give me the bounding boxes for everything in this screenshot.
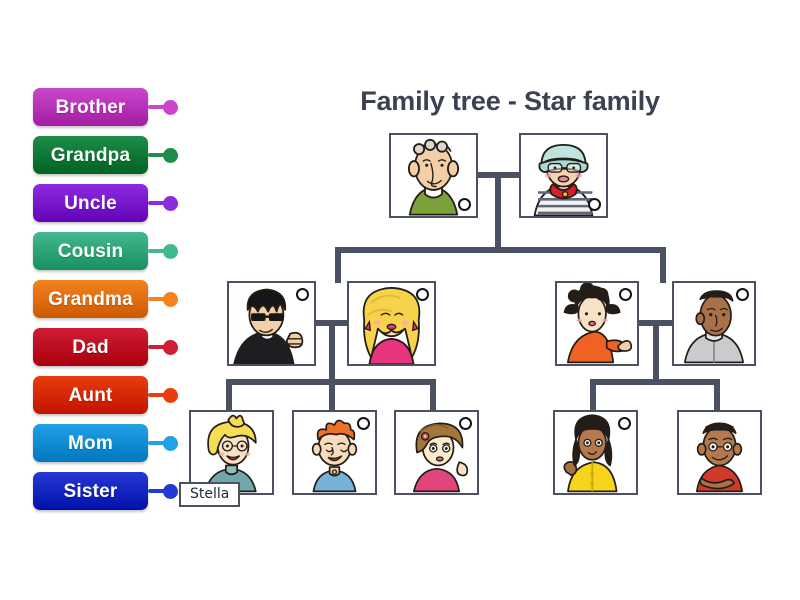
chip-connector-dot[interactable] [163,196,178,211]
line-grandparents-stem [495,172,501,250]
label-chip-grandpa[interactable]: Grandpa [33,136,178,174]
chip-connector-stub [148,441,167,445]
drop-target-aunt[interactable] [619,288,632,301]
chip-connector-dot[interactable] [163,148,178,163]
chip-connector-dot[interactable] [163,100,178,115]
label-chip-aunt[interactable]: Aunt [33,376,178,414]
chip-connector-stub [148,489,167,493]
label-chip-cousin[interactable]: Cousin [33,232,178,270]
chip-connector-dot[interactable] [163,388,178,403]
photo-card-cousin1 [553,410,638,495]
drop-target-mom[interactable] [416,288,429,301]
chip-body[interactable]: Grandpa [33,136,148,174]
photo-card-stella: Stella [179,410,274,507]
chip-text: Grandpa [50,144,131,166]
portrait-self-icon [191,412,272,493]
label-chip-mom[interactable]: Mom [33,424,178,462]
line-to-sister [430,379,436,412]
portrait-sister-icon [396,412,477,493]
chip-connector-dot[interactable] [163,340,178,355]
portrait-cousin-female-icon [555,412,636,493]
chip-connector-stub [148,201,167,205]
drop-target-dad[interactable] [296,288,309,301]
chip-body[interactable]: Cousin [33,232,148,270]
line-to-aunt [660,247,666,283]
line-to-mom [335,247,341,283]
label-chip-dad[interactable]: Dad [33,328,178,366]
photo-card-sister [394,410,479,495]
chip-connector-stub [148,105,167,109]
label-chip-uncle[interactable]: Uncle [33,184,178,222]
chip-connector-stub [148,297,167,301]
chip-text: Uncle [64,192,117,214]
chip-text: Brother [55,96,126,118]
line-to-brother [329,379,335,412]
portrait-brother-icon [294,412,375,493]
chip-text: Grandma [48,288,133,310]
chip-body[interactable]: Uncle [33,184,148,222]
photo-card-grandpa [389,133,478,218]
line-children-bus-right [590,379,720,385]
chip-text: Mom [68,432,113,454]
line-to-cousin1 [590,379,596,412]
chip-body[interactable]: Dad [33,328,148,366]
name-tag-stella: Stella [179,482,241,507]
drop-target-brother[interactable] [357,417,370,430]
drop-target-sister[interactable] [459,417,472,430]
label-chip-grandma[interactable]: Grandma [33,280,178,318]
photo-card-brother [292,410,377,495]
chip-text: Aunt [68,384,113,406]
chip-body[interactable]: Mom [33,424,148,462]
drop-target-grandma[interactable] [588,198,601,211]
portrait-father-icon [229,283,314,364]
chip-body[interactable]: Grandma [33,280,148,318]
chip-connector-dot[interactable] [163,436,178,451]
chip-connector-stub [148,153,167,157]
drop-target-cousin1[interactable] [618,417,631,430]
chip-connector-stub [148,345,167,349]
chip-body[interactable]: Brother [33,88,148,126]
chip-body[interactable]: Aunt [33,376,148,414]
label-chip-sister[interactable]: Sister [33,472,178,510]
chip-text: Dad [72,336,109,358]
photo-card-aunt [555,281,639,366]
label-chip-brother[interactable]: Brother [33,88,178,126]
line-gen2-bus [335,247,666,253]
line-auntuncle-stem [653,320,659,382]
chip-text: Sister [63,480,118,502]
line-to-stella [226,379,232,412]
chip-body[interactable]: Sister [33,472,148,510]
photo-card-cousin2 [677,410,762,495]
photo-card-mom [347,281,436,366]
portrait-aunt-icon [557,283,637,364]
chip-connector-dot[interactable] [163,244,178,259]
line-to-cousin2 [714,379,720,412]
chip-connector-stub [148,249,167,253]
chip-connector-stub [148,393,167,397]
line-dadmom-stem [329,320,335,382]
chip-connector-dot[interactable] [163,292,178,307]
photo-card-dad [227,281,316,366]
photo-card-grandma [519,133,608,218]
chip-text: Cousin [57,240,124,262]
drop-target-grandpa[interactable] [458,198,471,211]
portrait-cousin-male-icon [679,412,760,493]
drop-target-uncle[interactable] [736,288,749,301]
page-title: Family tree - Star family [360,86,660,116]
photo-card-uncle [672,281,756,366]
chip-connector-dot[interactable] [163,484,178,499]
